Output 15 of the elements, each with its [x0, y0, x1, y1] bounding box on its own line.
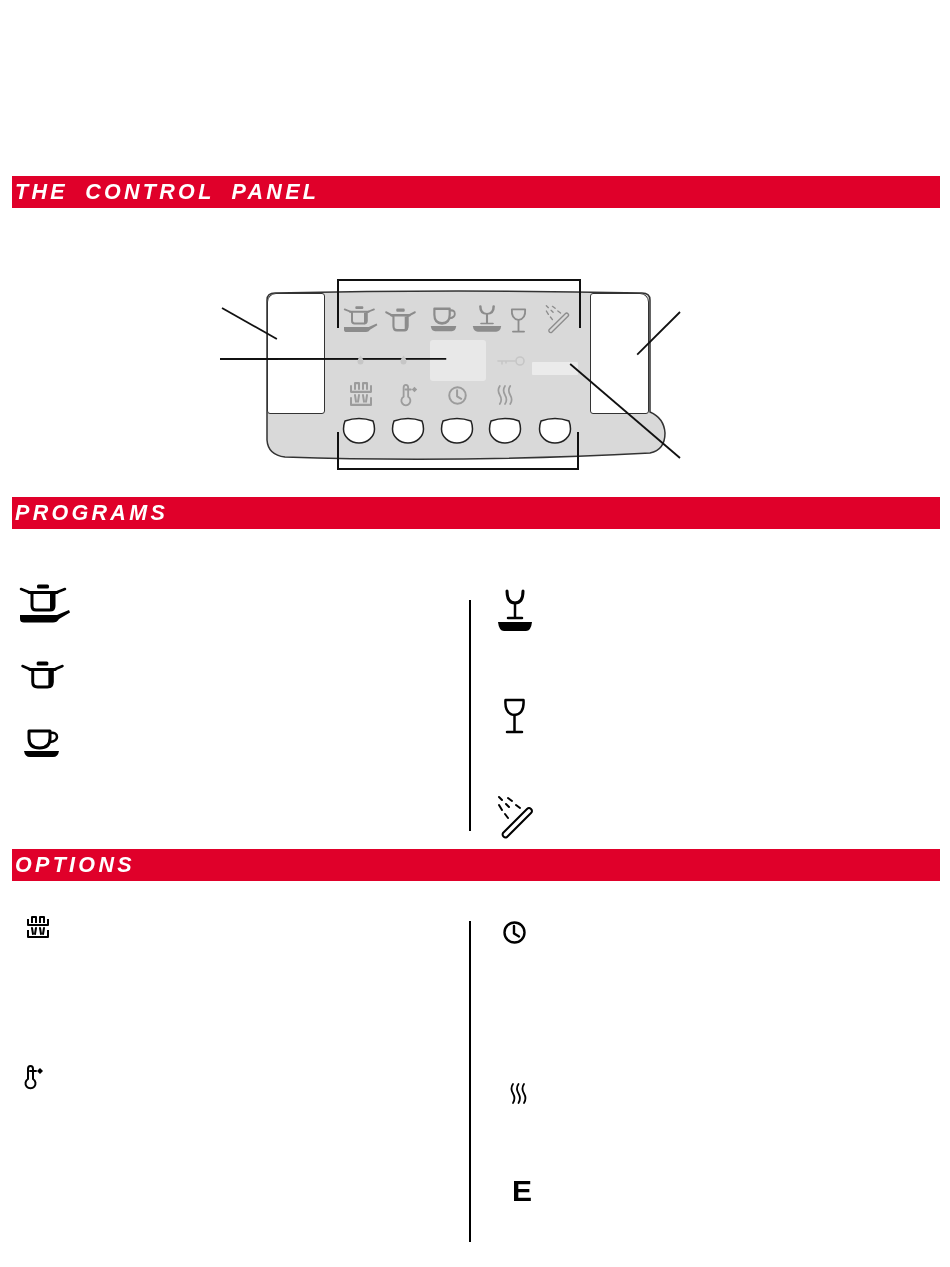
option-label: E: [512, 1176, 532, 1206]
section-heading: PROGRAMS: [15, 501, 169, 525]
section-heading: OPTIONS: [15, 853, 135, 877]
section-band: [12, 497, 940, 529]
section-band: [12, 849, 940, 881]
panel-insert: [267, 293, 325, 414]
section-heading: THE CONTROL PANEL: [15, 180, 320, 204]
leader-line: [569, 363, 681, 459]
leader-line: [636, 311, 681, 356]
section-band: [12, 176, 940, 208]
indicator-strip: [532, 362, 578, 375]
leader-line: [221, 307, 278, 340]
leader-line: [219, 357, 448, 360]
display-window: [430, 340, 486, 381]
panel-insert: [590, 293, 649, 414]
